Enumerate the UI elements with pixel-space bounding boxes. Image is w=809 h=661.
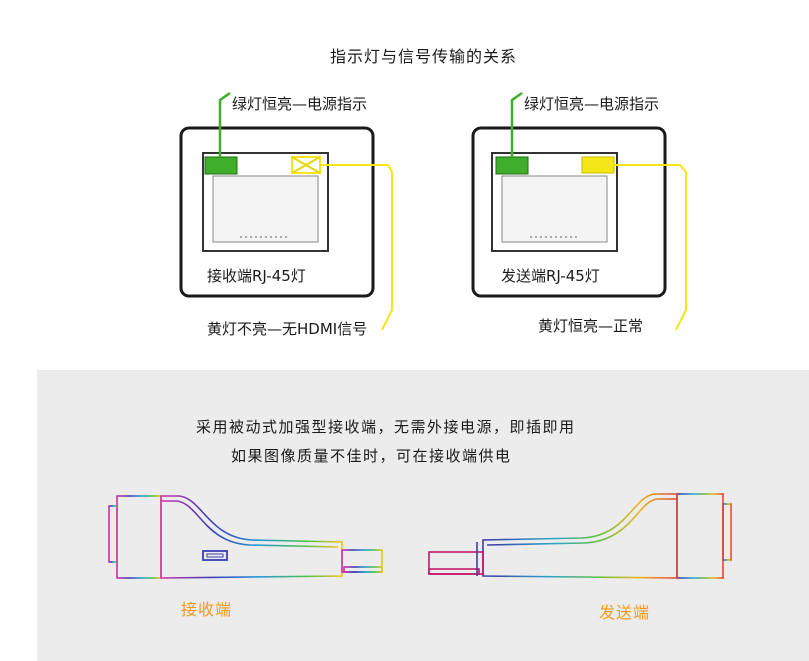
sender-device-label: 发送端 — [599, 603, 651, 622]
device-panel: 采用被动式加强型接收端，无需外接电源，即插即用 如果图像质量不佳时，可在接收端供… — [37, 370, 809, 661]
receiver-green-led-label: 绿灯恒亮—电源指示 — [232, 95, 368, 113]
receiver-rj45-panel — [179, 91, 393, 331]
sender-device — [428, 493, 732, 579]
description-line2: 如果图像质量不佳时，可在接收端供电 — [231, 447, 512, 465]
description-line1: 采用被动式加强型接收端，无需外接电源，即插即用 — [196, 418, 576, 436]
receiver-green-leader — [218, 91, 231, 157]
diagram-title: 指示灯与信号传输的关系 — [330, 47, 518, 66]
sender-rj45-panel — [471, 91, 687, 331]
receiver-yellow-leader — [320, 164, 393, 331]
sender-yellow-led-on — [581, 156, 615, 174]
receiver-green-led — [204, 156, 238, 175]
sender-green-led-label: 绿灯恒亮—电源指示 — [524, 95, 660, 113]
receiver-port-label: 接收端RJ-45灯 — [207, 267, 306, 285]
sender-green-led — [495, 156, 529, 175]
device-illustration — [108, 493, 732, 579]
sender-green-leader — [510, 91, 523, 157]
receiver-device — [108, 495, 383, 579]
indicator-diagram — [179, 91, 687, 331]
sender-yellow-led-label: 黄灯恒亮—正常 — [538, 317, 644, 335]
receiver-device-label: 接收端 — [181, 600, 233, 619]
micro-usb-port — [202, 550, 228, 561]
sender-port-label: 发送端RJ-45灯 — [501, 267, 600, 285]
sender-yellow-leader — [614, 164, 687, 331]
receiver-yellow-led-label: 黄灯不亮—无HDMI信号 — [207, 320, 368, 338]
